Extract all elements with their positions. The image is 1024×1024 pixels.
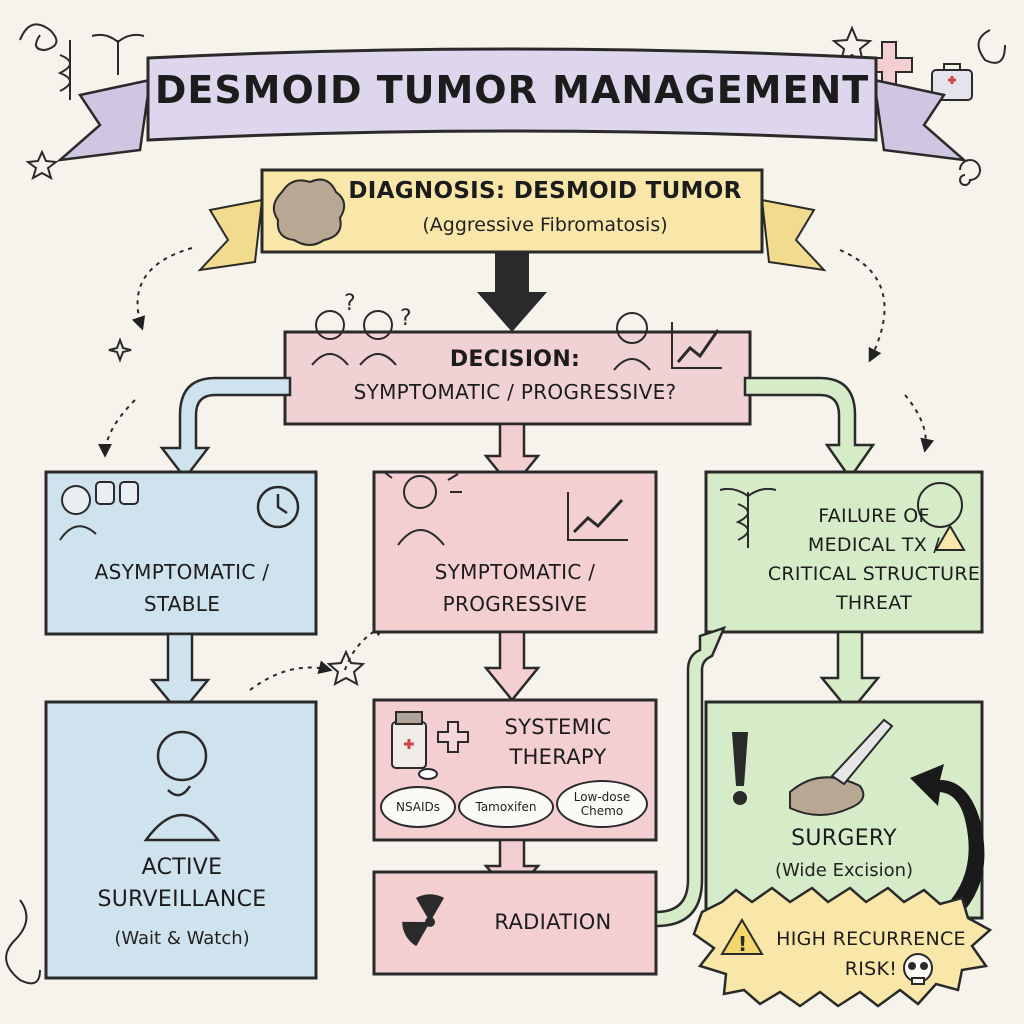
skull-icon [903,953,933,985]
symptomatic-box [372,470,658,634]
surgery-subtitle: (Wide Excision) [774,860,914,881]
surveillance-line-2: SURVEILLANCE [97,887,267,912]
svg-text:?: ? [400,306,412,331]
failure-to-surgery-arrow [819,630,881,714]
critical-structure-warning-icon [917,482,966,551]
thinking-person-icon [311,310,397,366]
recurrence-line-2: RISK! [844,958,898,980]
asymptomatic-line-2: STABLE [143,592,221,616]
surgery-label: SURGERY [791,826,897,851]
symptomatic-line-2: PROGRESSIVE [442,592,588,616]
trend-up-chart-icon [671,322,722,369]
pain-person-icon [383,471,462,546]
systemic-line-1: SYSTEMIC [504,715,612,739]
surveillance-label: ACTIVE SURVEILLANCE [56,852,308,916]
exclamation-icon [732,732,748,805]
recurrence-line-1: HIGH RECURRENCE [776,928,966,950]
systemic-option-tamoxifen: Tamoxifen [458,786,554,828]
star-decoration [25,25,873,686]
scalpel-excision-icon [789,718,894,816]
surveillance-subtitle: (Wait & Watch) [114,928,250,949]
svg-text:?: ? [344,291,356,316]
radiation-hazard-icon [402,894,444,947]
asymptomatic-to-surveillance-arrow [149,632,211,716]
warning-triangle-icon: ! [720,918,764,956]
surveillance-line-1: ACTIVE [141,855,223,880]
diagnosis-banner [197,168,827,272]
asymptomatic-label: ASYMPTOMATIC / STABLE [56,556,308,620]
first-aid-kit-icon [931,63,973,101]
failure-line-1: FAILURE OF [818,505,930,527]
diagnosis-title: DIAGNOSIS: DESMOID TUMOR [348,178,742,204]
decision-title: DECISION: [449,347,581,372]
watchful-person-icon [143,730,221,842]
caduceus-icon [719,487,777,548]
corner-swirl-decoration [5,23,1006,985]
systemic-option-nsaids: NSAIDs [380,786,456,828]
symptomatic-to-systemic-arrow [483,630,541,702]
symptomatic-line-1: SYMPTOMATIC / [434,560,596,584]
failure-line-3: CRITICAL STRUCTURE [767,563,981,585]
recurrence-label: HIGH RECURRENCE RISK! [766,924,976,984]
failure-label: FAILURE OF MEDICAL TX / CRITICAL STRUCTU… [760,502,988,618]
asymptomatic-line-1: ASYMPTOMATIC / [94,560,270,584]
recurrence-loop-arrow [910,764,985,938]
tumor-mass-icon [272,178,346,246]
page-title: Desmoid Tumor Management [154,68,870,112]
diagnosis-subtitle: (Aggressive Fibromatosis) [422,214,668,236]
decision-to-asymptomatic-arrow [159,376,292,481]
progression-chart-icon [567,492,628,541]
radiation-label: RADIATION [494,910,612,934]
decision-box [283,330,752,426]
symptomatic-label: SYMPTOMATIC / PROGRESSIVE [384,556,646,620]
clock-icon [256,485,300,529]
svg-text:!: ! [738,932,747,956]
failure-line-4: THREAT [835,592,913,614]
radiation-to-failure-arrow [654,625,727,928]
decision-question: SYMPTOMATIC / PROGRESSIVE? [353,380,677,404]
failure-line-2: MEDICAL TX / [807,534,941,556]
systemic-therapy-label: SYSTEMIC THERAPY [468,712,648,772]
medicine-bottle-icon [391,711,469,780]
systemic-line-2: THERAPY [509,745,607,769]
diagnosis-to-decision-arrow [477,252,547,332]
asymptomatic-box [44,470,318,636]
decision-to-failure-arrow [743,376,876,481]
binoculars-icon [59,481,139,541]
question-mark-icon: ? ? [344,291,412,331]
caduceus-icon [57,33,145,100]
worried-person-icon [613,312,651,371]
failure-box [704,470,984,634]
title-banner [56,47,968,162]
systemic-option-low-dose-chemo: Low-dose Chemo [556,780,648,828]
